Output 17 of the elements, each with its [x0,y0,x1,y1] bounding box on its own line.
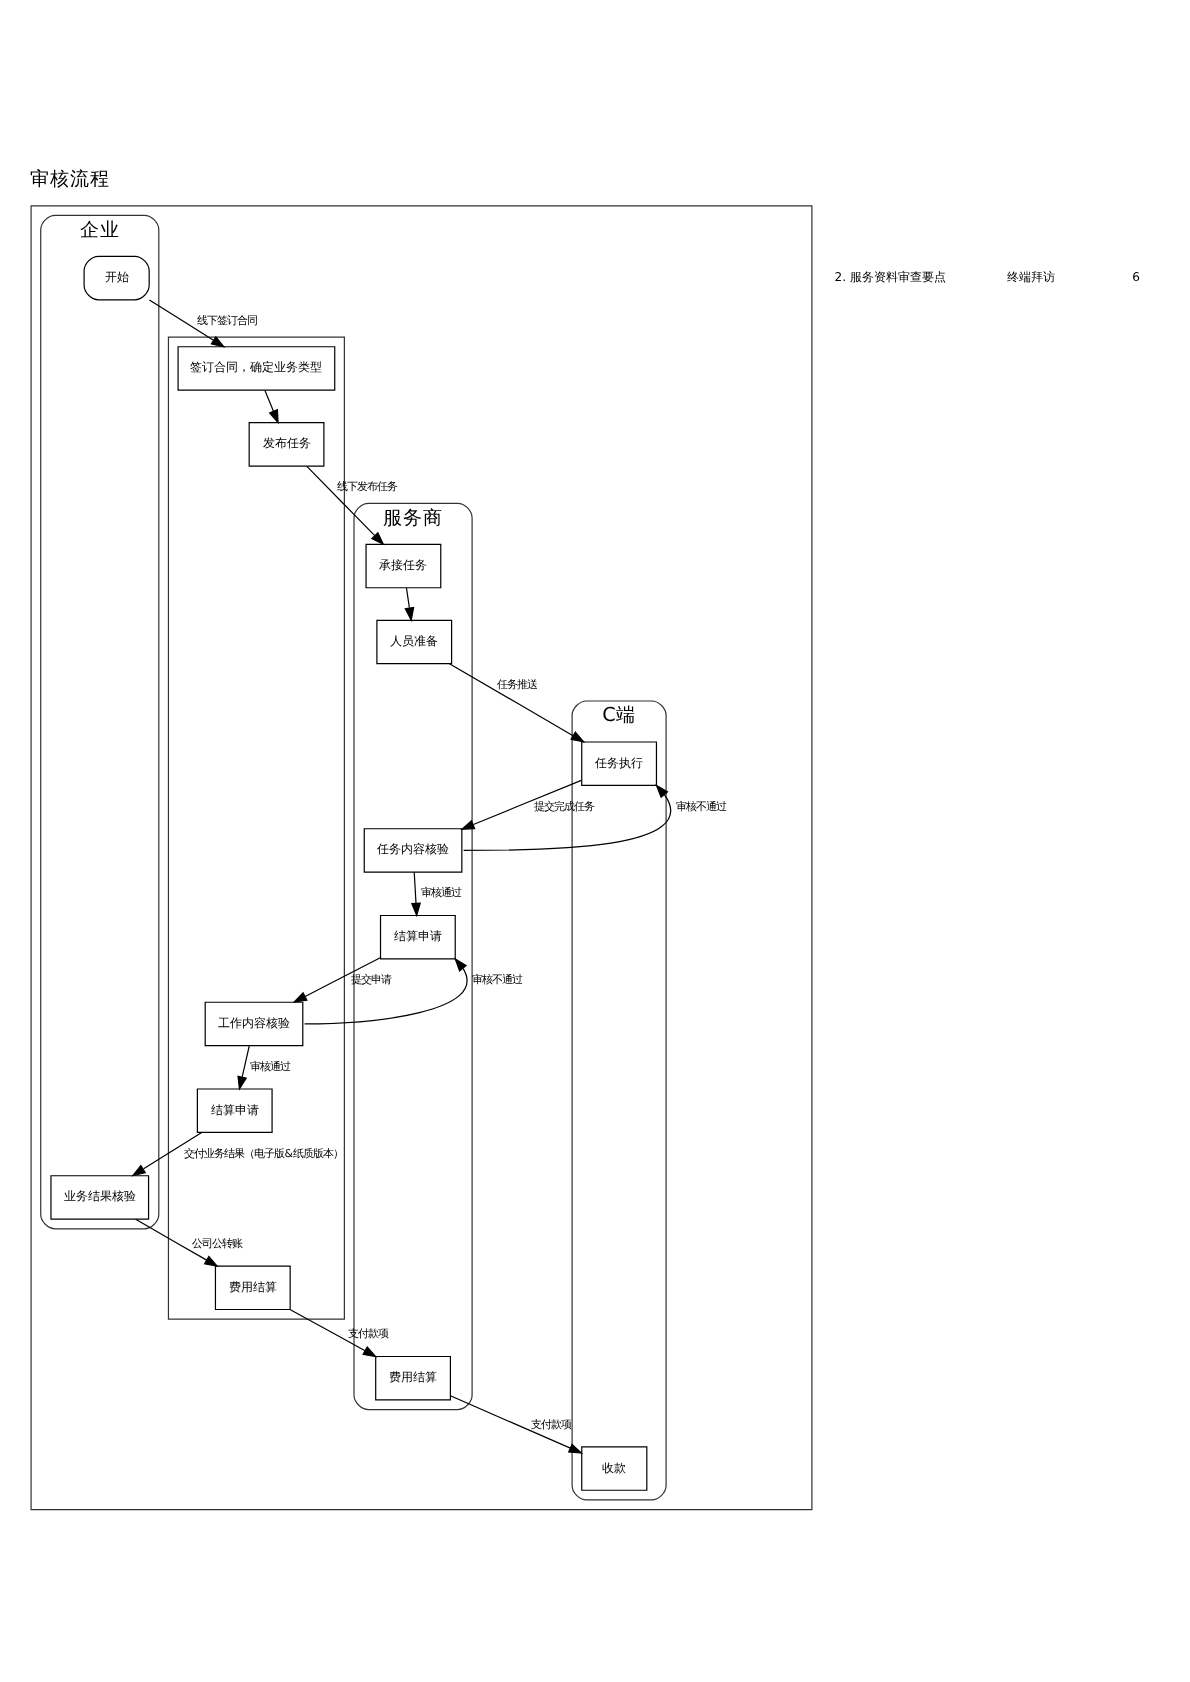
arrow [449,1394,584,1453]
arrow [306,464,385,545]
arrow [148,298,226,347]
diagram-title: 审核流程 [29,168,110,191]
arrow [304,956,468,1024]
arrow [404,586,415,621]
arrow [264,388,279,424]
cluster [30,204,813,1510]
arrow [410,870,422,917]
arrow [292,956,381,1002]
arrow [289,1308,378,1357]
arrow [463,783,671,851]
arrow [131,1130,203,1176]
arrow [448,662,586,742]
arrow [237,1044,250,1090]
arrow [460,778,582,829]
arrow [135,1217,219,1267]
